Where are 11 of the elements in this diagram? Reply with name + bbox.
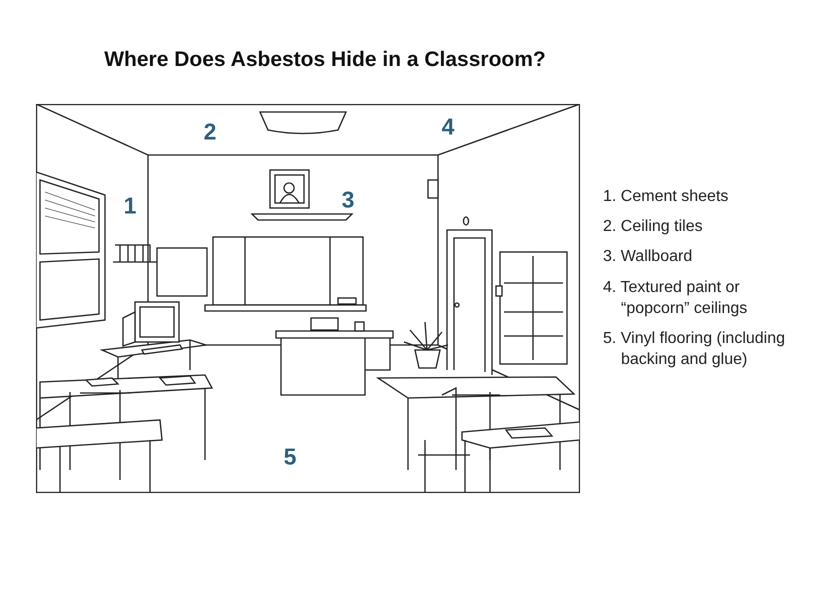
list-item: 5. Vinyl flooring (including backing and glue) [603, 329, 786, 370]
title: Where Does Asbestos Hide in a Classroom? [103, 48, 547, 72]
list-item: 1. Cement sheets [603, 187, 730, 207]
callout-number: 5 [284, 446, 296, 468]
list-item: 4. Textured paint or “popcorn” ceilings [603, 278, 748, 319]
callout-number: 3 [342, 188, 354, 212]
callout-number: 2 [204, 120, 216, 144]
list-item: 3. Wallboard [603, 247, 694, 267]
callout-number: 1 [124, 194, 136, 218]
callout-number: 4 [442, 116, 454, 138]
list-item: 2. Ceiling tiles [603, 217, 704, 237]
